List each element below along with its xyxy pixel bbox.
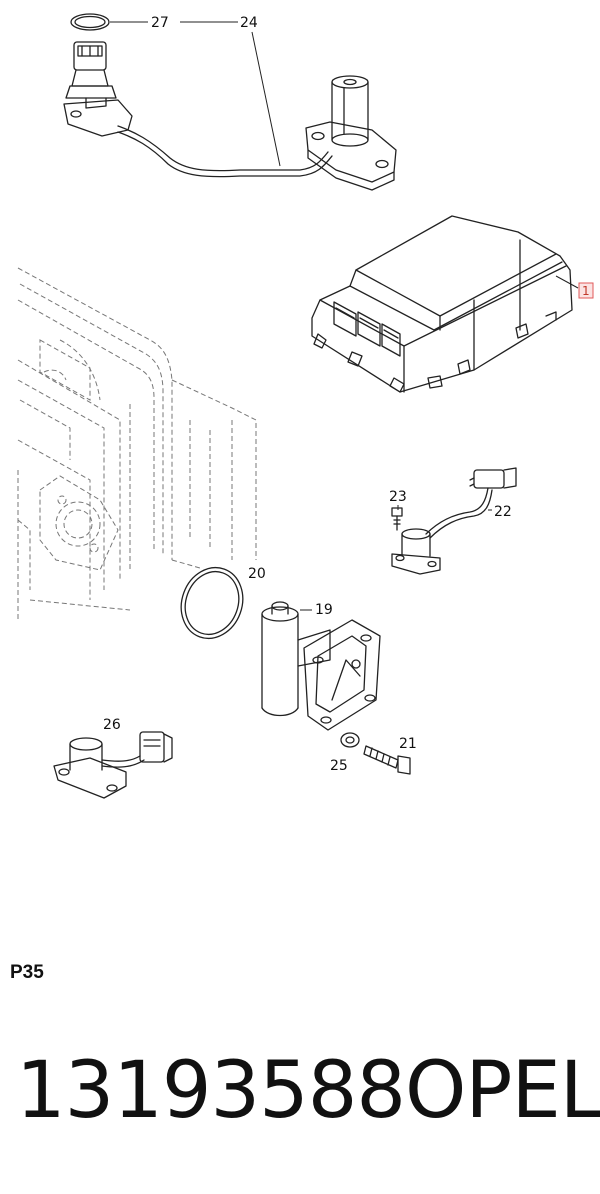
callout-24: 24 <box>240 15 258 31</box>
control-module-1 <box>311 215 573 393</box>
sensor-harness-24 <box>63 41 397 191</box>
page-code: P35 <box>10 962 44 983</box>
brand-name: OPEL <box>405 1046 600 1136</box>
callout-26: 26 <box>103 717 121 733</box>
callout-20: 20 <box>248 566 266 582</box>
callout-1: 1 <box>582 284 590 298</box>
transmission-housing-outline <box>17 267 257 620</box>
bolt-23 <box>391 507 403 531</box>
part-number: 13193588 <box>16 1046 406 1136</box>
footer-banner: 13193588 OPEL <box>16 1046 600 1162</box>
solenoid-19 <box>261 601 381 731</box>
callout-22: 22 <box>494 504 512 520</box>
sensor-26 <box>53 731 173 799</box>
callouts: 27 24 1 23 22 20 19 26 21 25 <box>103 15 594 774</box>
callout-1-box <box>578 282 594 299</box>
sensor-harness-22 <box>391 467 517 575</box>
leader-lines <box>110 21 579 611</box>
parts-diagram: 27 24 1 23 22 20 19 26 21 25 <box>17 13 594 799</box>
o-ring-27 <box>70 13 110 31</box>
bolt-21 <box>363 745 411 775</box>
washer-25 <box>340 732 360 748</box>
callout-25: 25 <box>330 758 348 774</box>
callout-19: 19 <box>315 602 333 618</box>
o-ring-20 <box>180 566 244 640</box>
callout-23: 23 <box>389 489 407 505</box>
callout-27: 27 <box>151 15 169 31</box>
callout-21: 21 <box>399 736 417 752</box>
